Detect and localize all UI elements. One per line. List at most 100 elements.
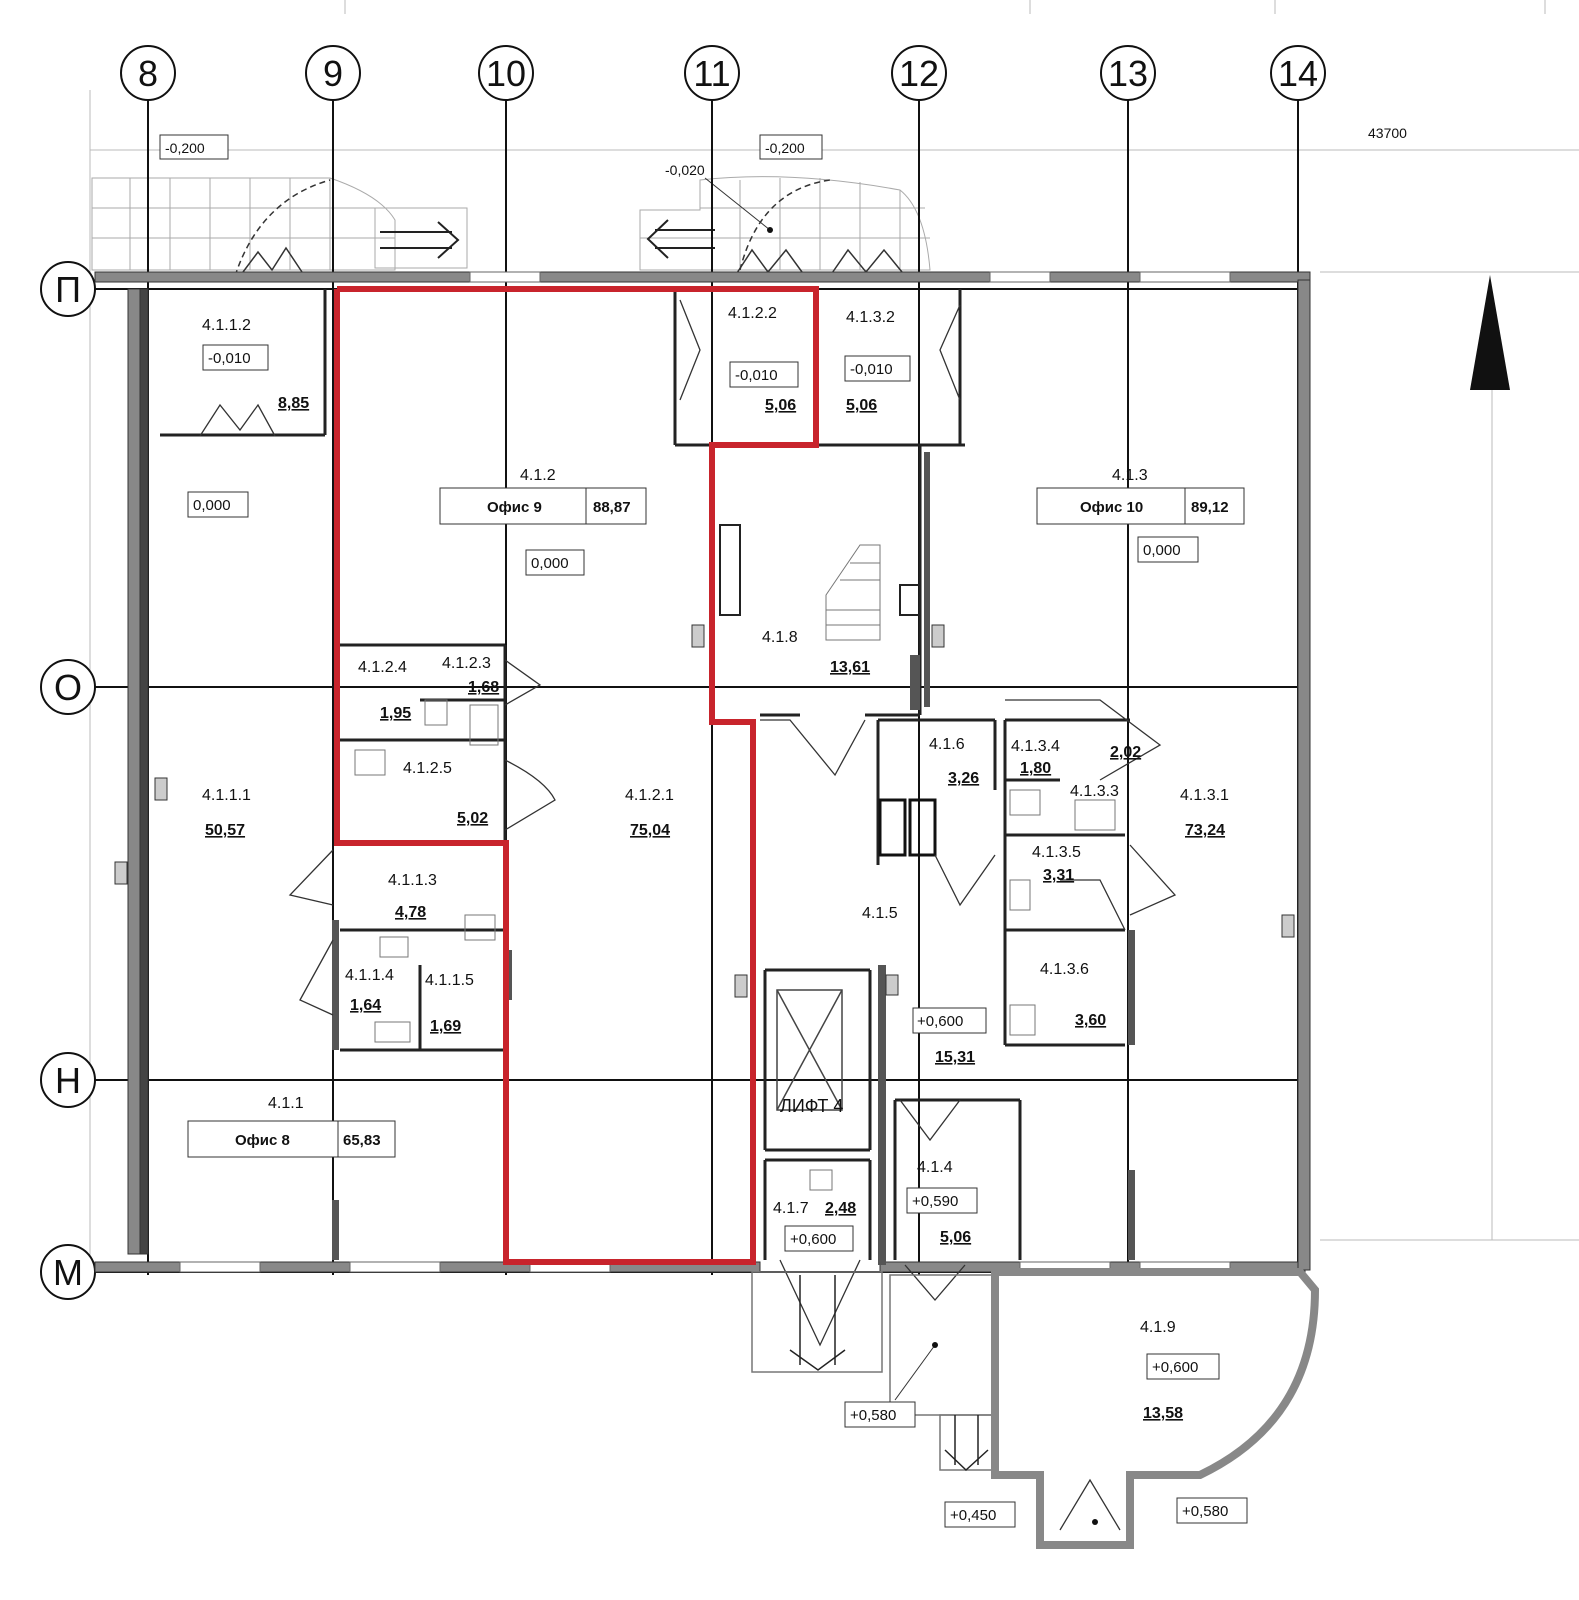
axis-bubble-N	[40, 1052, 96, 1108]
thick-partitions	[332, 452, 1135, 1265]
level-mark: -0,200	[165, 140, 205, 156]
room-area: 75,04	[630, 822, 670, 839]
office-area: 88,87	[593, 499, 631, 516]
level-mark: 0,000	[531, 555, 569, 572]
interior-walls	[160, 289, 1130, 1260]
room-number: 4.1.8	[762, 629, 798, 646]
room-number: 4.1.6	[929, 736, 965, 753]
level-box	[729, 361, 799, 388]
room-area: 1,64	[350, 997, 381, 1014]
lift-shaft	[776, 989, 843, 1111]
door-swings-top	[234, 179, 903, 277]
room-area: 73,24	[1185, 822, 1225, 839]
ramp-arrows	[380, 219, 715, 259]
level-mark: 0,000	[1143, 542, 1181, 559]
axis-label: П	[55, 269, 81, 310]
level-box	[759, 134, 823, 160]
leader-line	[704, 177, 771, 231]
axis-label: 13	[1108, 53, 1148, 94]
staircase	[719, 524, 921, 641]
room-number: 4.1.3	[1112, 467, 1148, 484]
entrance-paving-left	[91, 177, 468, 271]
room-area: 3,31	[1043, 867, 1074, 884]
room-area: 2,48	[825, 1200, 856, 1217]
axis-bubble-O	[40, 659, 96, 715]
axis-label: О	[54, 667, 82, 708]
office-tag	[1036, 487, 1245, 525]
axis-label: 14	[1278, 53, 1318, 94]
level-mark: -0,010	[735, 367, 778, 384]
room-number: 4.1.3.5	[1032, 844, 1081, 861]
level-box	[912, 1007, 987, 1034]
axis-bubble-12	[891, 45, 947, 101]
room-number: 4.1.3.1	[1180, 787, 1229, 804]
room-area: 13,61	[830, 659, 870, 676]
level-mark: -0,010	[208, 350, 251, 367]
room-area: 5,06	[940, 1229, 971, 1246]
door-swings	[199, 299, 1177, 1531]
leader-line	[894, 1344, 936, 1401]
room-number: 4.1.4	[917, 1159, 953, 1176]
room-number: 4.1.3.6	[1040, 961, 1089, 978]
room-number: 4.1.1.5	[425, 972, 474, 989]
room-number: 4.1.3.4	[1011, 738, 1060, 755]
level-mark: +0,600	[1152, 1359, 1198, 1376]
level-mark: +0,580	[1182, 1503, 1228, 1520]
level-mark: +0,580	[850, 1407, 896, 1424]
room-number: 4.1.2.1	[625, 787, 674, 804]
office-name: Офис 8	[235, 1132, 290, 1149]
room-area: 1,80	[1020, 760, 1051, 777]
axis-bubble-11	[684, 45, 740, 101]
axis-bubble-9	[305, 45, 361, 101]
utility-markers	[114, 624, 1295, 998]
room-number: 4.1.2.5	[403, 760, 452, 777]
level-box	[906, 1187, 978, 1214]
room-area: 15,31	[935, 1049, 975, 1066]
room-number: 4.1.3.2	[846, 309, 895, 326]
room-number: 4.1.1.4	[345, 967, 394, 984]
overall-dimension: 43700	[1368, 125, 1407, 141]
axis-label: 9	[323, 53, 343, 94]
sanitary-fixtures	[354, 699, 1116, 1191]
level-box	[1176, 1497, 1248, 1524]
entrance-paving-right	[639, 176, 931, 271]
lift-doors	[878, 798, 937, 857]
level-box	[159, 134, 229, 160]
level-mark: +0,600	[790, 1231, 836, 1248]
north-arrow-icon	[1470, 275, 1510, 390]
axis-label: 12	[899, 53, 939, 94]
room-area: 4,78	[395, 904, 426, 921]
room-number: 4.1.1.1	[202, 787, 251, 804]
room-area: 3,26	[948, 770, 979, 787]
axis-bubble-10	[478, 45, 534, 101]
axis-bubble-13	[1100, 45, 1156, 101]
room-area: 13,58	[1143, 1405, 1183, 1422]
axis-label: М	[53, 1252, 83, 1293]
level-mark: -0,010	[850, 361, 893, 378]
room-number: 4.1.3.3	[1070, 783, 1119, 800]
office-area: 65,83	[343, 1132, 381, 1149]
office-name: Офис 10	[1080, 499, 1143, 516]
room-number: 4.1.2.4	[358, 659, 407, 676]
level-mark: -0,020	[665, 162, 705, 178]
level-mark: +0,590	[912, 1193, 958, 1210]
level-box	[944, 1501, 1016, 1528]
level-box	[187, 491, 249, 518]
level-box	[525, 549, 585, 576]
room-number: 4.1.2.3	[442, 655, 491, 672]
level-box	[202, 344, 269, 371]
room-area: 2,02	[1110, 744, 1141, 761]
office-tag	[439, 487, 647, 525]
level-mark: +0,450	[950, 1507, 996, 1524]
room-area: 8,85	[278, 395, 309, 412]
level-box	[844, 1401, 916, 1428]
level-mark: -0,200	[765, 140, 805, 156]
level-box	[844, 355, 911, 382]
lift-label: ЛИФТ 4	[780, 1096, 843, 1116]
office-name: Офис 9	[487, 499, 542, 516]
office-tag	[187, 1120, 396, 1158]
room-number: 4.1.5	[862, 905, 898, 922]
axis-label: 11	[693, 53, 730, 94]
room-area: 5,02	[457, 810, 488, 827]
